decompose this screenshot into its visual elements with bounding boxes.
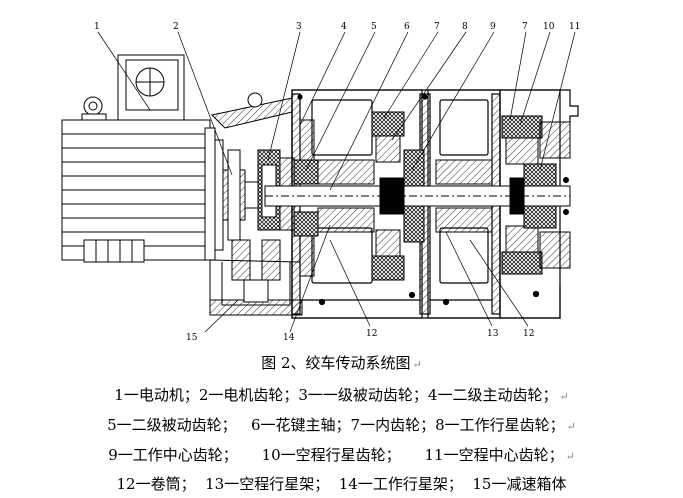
paragraph-mark: ↵ xyxy=(559,390,569,403)
callout-10: 10 xyxy=(543,22,555,32)
callout-7a: 7 xyxy=(434,22,440,32)
paragraph-mark: ↵ xyxy=(412,358,422,371)
legend-text: 1一电动机；2一电机齿轮；3一一级被动齿轮；4一二级主动齿轮； xyxy=(114,386,558,404)
callout-labels: 1 2 3 4 5 6 7 8 9 7 10 11 15 14 12 13 12 xyxy=(94,22,580,343)
paragraph-mark: ↵ xyxy=(565,450,575,463)
callout-12b: 12 xyxy=(523,329,534,339)
callout-12a: 12 xyxy=(366,329,377,339)
legend-line-3: 9一工作中心齿轮； 10一空程行星齿轮； 11一空程中心齿轮；↵ xyxy=(0,444,683,465)
leader-lines xyxy=(97,31,576,333)
electric-motor xyxy=(61,54,224,263)
legend-line-2: 5一二级被动齿轮； 6一花键主轴；7一内齿轮；8一工作行星齿轮；↵ xyxy=(0,414,683,435)
callout-3: 3 xyxy=(296,22,302,32)
callout-13: 13 xyxy=(487,329,499,339)
figure-title-text: 图 2、绞车传动系统图 xyxy=(261,354,411,372)
callout-5: 5 xyxy=(371,22,377,32)
spline-main-shaft xyxy=(264,177,571,215)
callout-8: 8 xyxy=(462,22,468,32)
legend-text: 12一卷筒； 13一空程行星架； 14一工作行星架； 15一减速箱体 xyxy=(116,475,567,493)
figure-title: 图 2、绞车传动系统图↵ xyxy=(0,352,683,373)
legend-line-1: 1一电动机；2一电机齿轮；3一一级被动齿轮；4一二级主动齿轮；↵ xyxy=(0,384,683,405)
winch-drive-system-drawing: 1 2 3 4 5 6 7 8 9 7 10 11 15 14 12 13 12 xyxy=(61,22,580,343)
callout-4: 4 xyxy=(341,22,347,32)
paragraph-mark: ↵ xyxy=(566,420,576,433)
callout-1: 1 xyxy=(94,22,100,32)
callout-11: 11 xyxy=(569,22,580,32)
idle-planetary-set xyxy=(435,115,571,275)
second-stage-gears xyxy=(293,119,319,277)
reducer-housing xyxy=(209,92,303,316)
legend-text: 9一工作中心齿轮； 10一空程行星齿轮； 11一空程中心齿轮； xyxy=(108,446,564,464)
callout-9: 9 xyxy=(490,22,496,32)
legend-text: 5一二级被动齿轮； 6一花键主轴；7一内齿轮；8一工作行星齿轮； xyxy=(107,416,565,434)
callout-6: 6 xyxy=(404,22,410,32)
legend-line-4: 12一卷筒； 13一空程行星架； 14一工作行星架； 15一减速箱体 xyxy=(0,473,683,494)
callout-2: 2 xyxy=(173,22,179,32)
callout-14: 14 xyxy=(283,333,295,343)
callout-7b: 7 xyxy=(522,22,528,32)
callout-15: 15 xyxy=(186,333,198,343)
